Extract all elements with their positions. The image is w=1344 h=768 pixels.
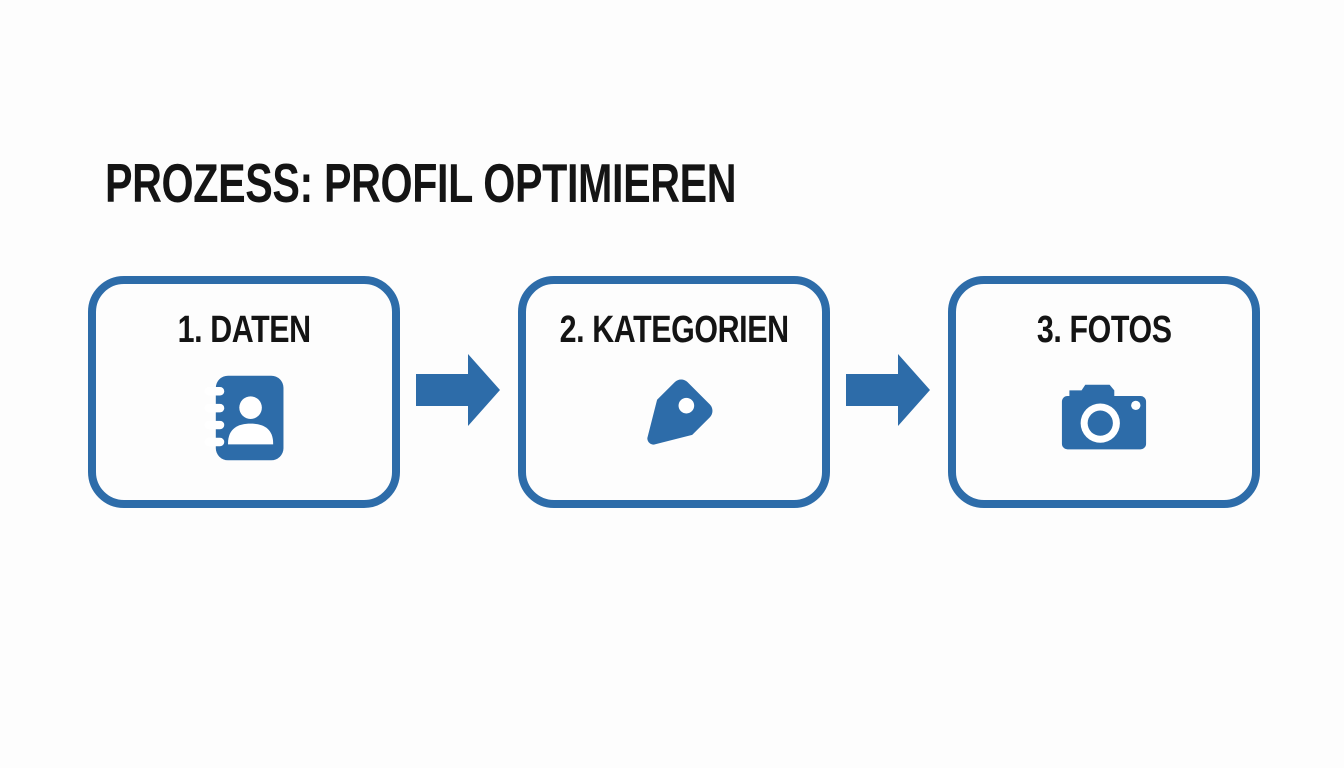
step-label: 1. DATEN: [177, 308, 311, 351]
step-card-daten: 1. DATEN: [88, 276, 400, 508]
tag-icon: [625, 372, 723, 469]
step-card-kategorien: 2. KATEGORIEN: [518, 276, 830, 508]
connector: [830, 276, 948, 508]
address-book-icon: [196, 371, 292, 470]
step-label: 2. KATEGORIEN: [559, 308, 789, 351]
arrow-right-icon: [416, 352, 502, 433]
step-icon-area: [956, 350, 1252, 500]
step-card-fotos: 3. FOTOS: [948, 276, 1260, 508]
step-icon-area: [96, 350, 392, 500]
page-title: PROZESS: PROFIL OPTIMIEREN: [105, 152, 737, 214]
connector: [400, 276, 518, 508]
step-label: 3. FOTOS: [1036, 308, 1172, 351]
process-flow: 1. DATEN: [88, 276, 1260, 508]
step-icon-area: [526, 350, 822, 500]
arrow-right-icon: [846, 352, 932, 433]
camera-icon: [1057, 382, 1151, 459]
